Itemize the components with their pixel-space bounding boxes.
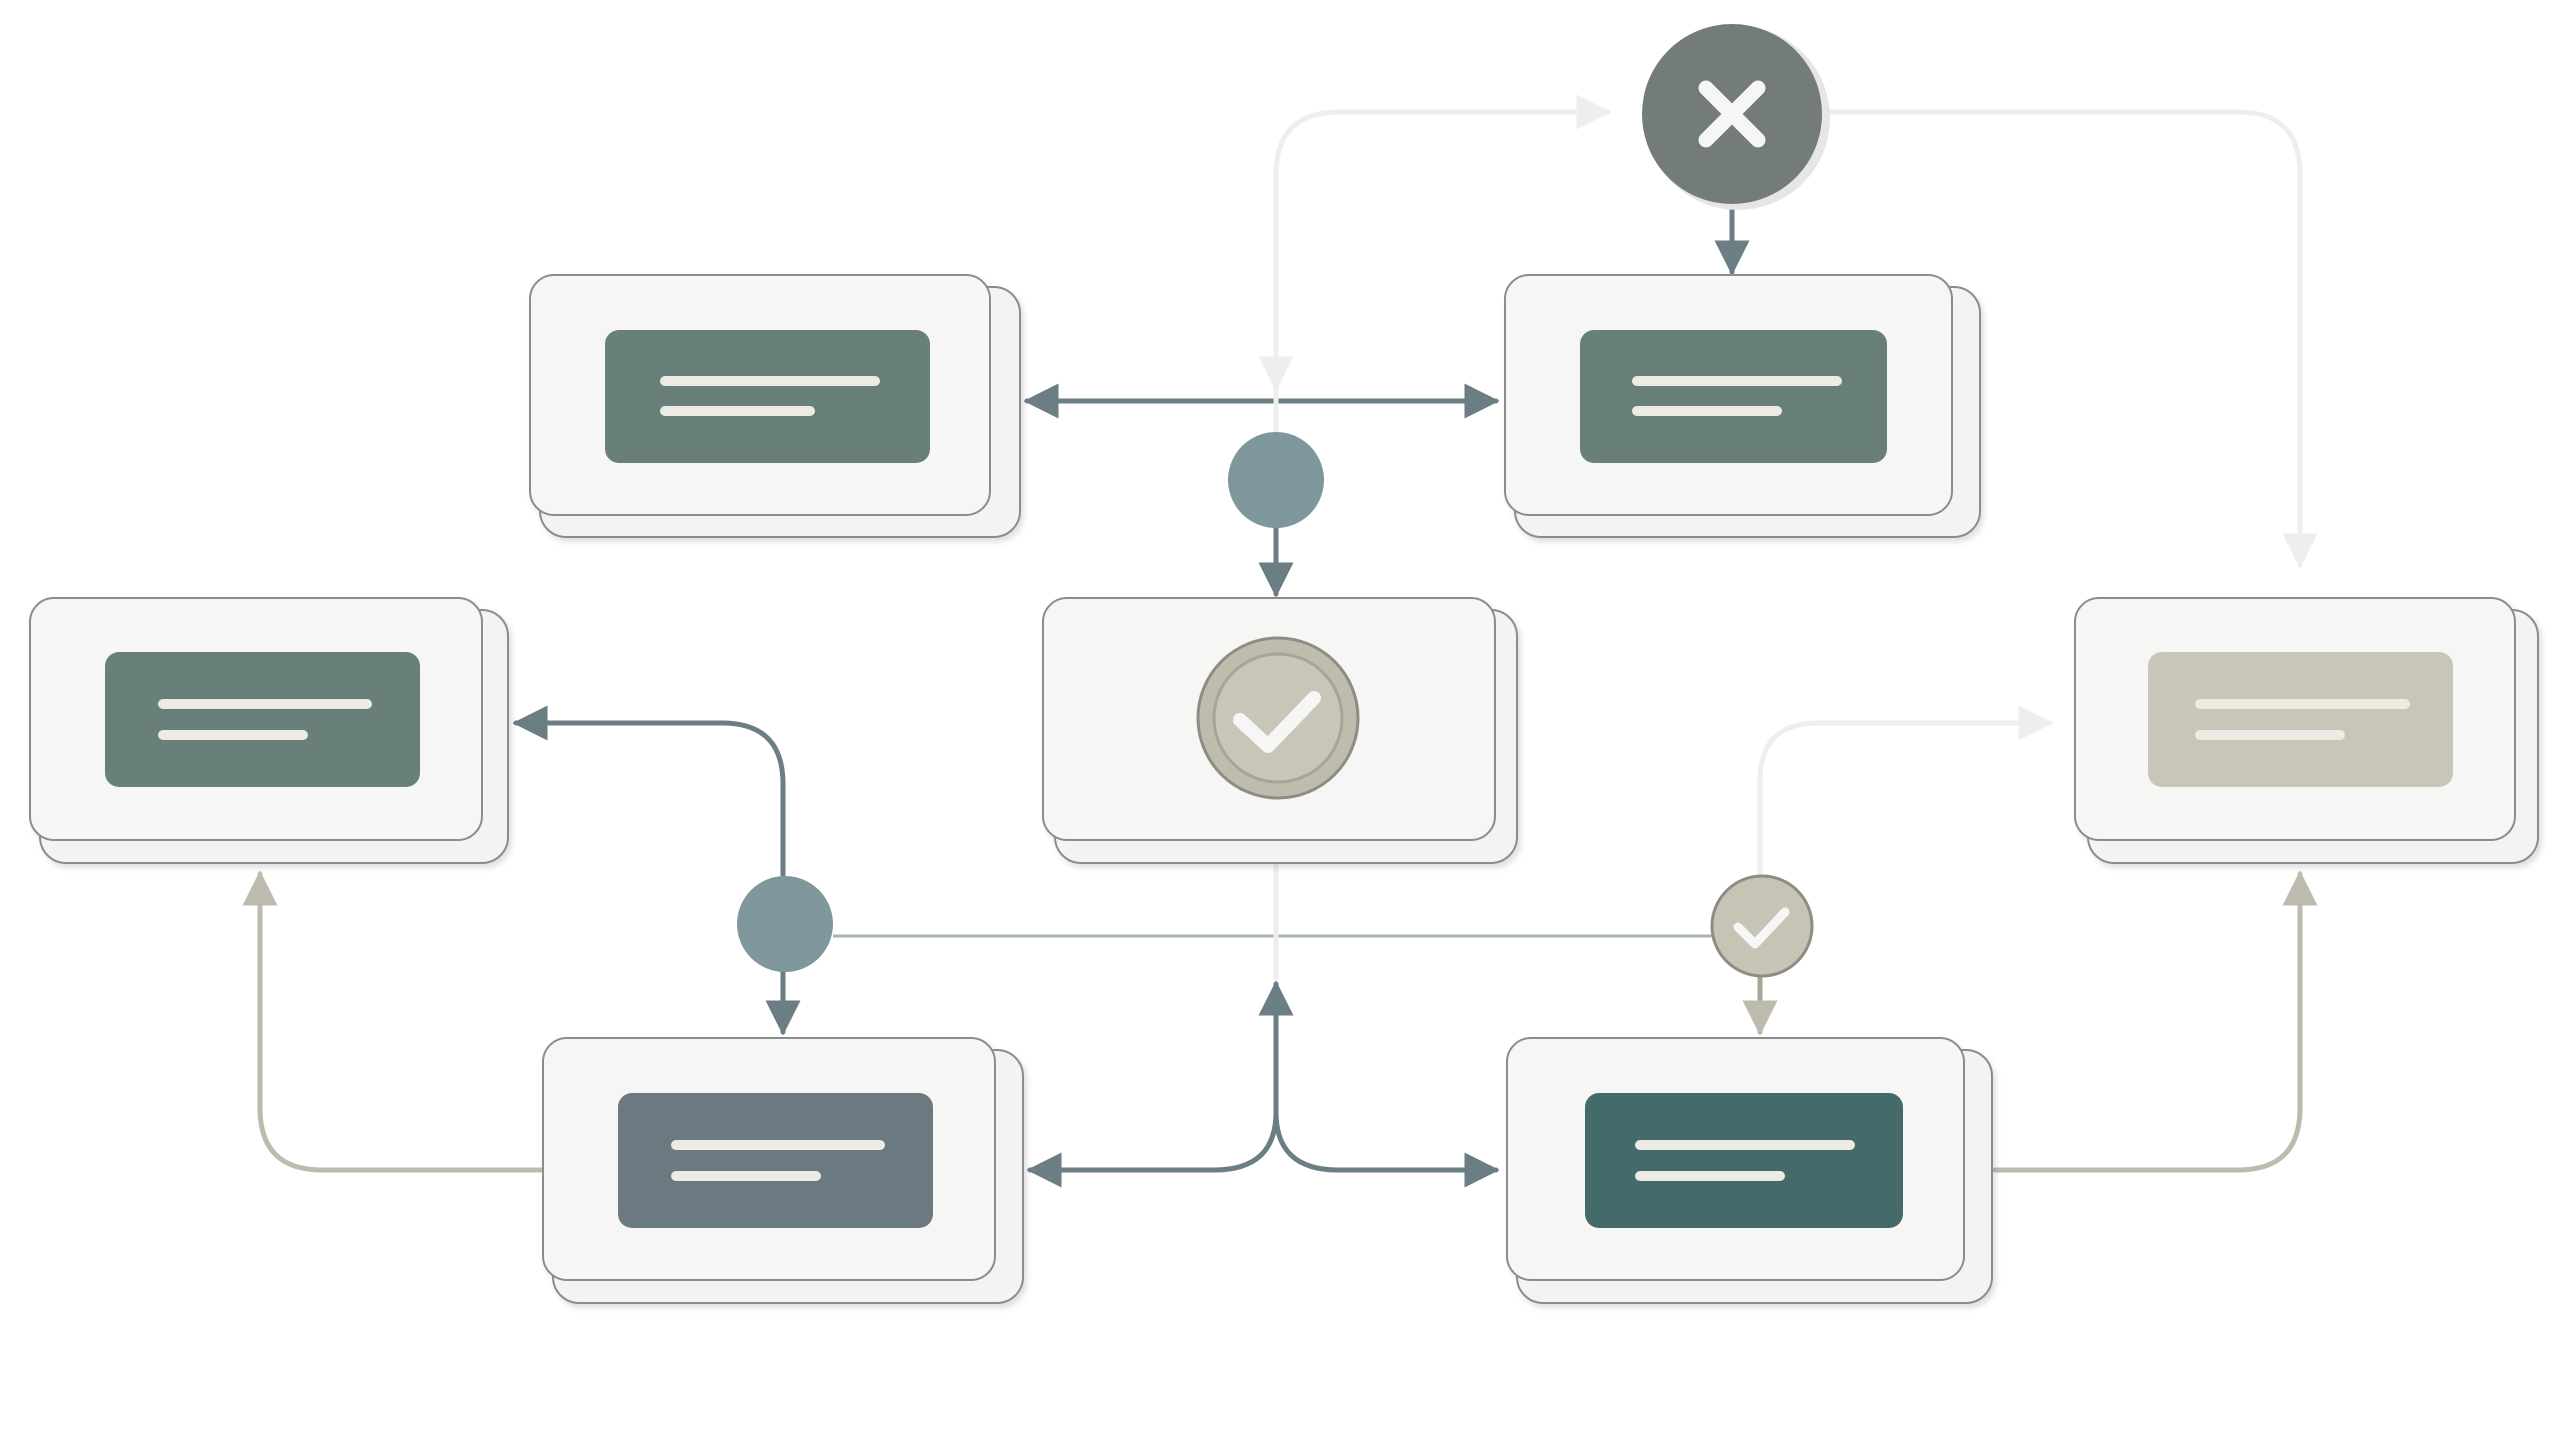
left-card[interactable] [29,597,509,864]
left-junction[interactable] [737,876,833,972]
bottom-left-card[interactable] [542,1037,1024,1304]
top-left-card-label-block [605,330,930,463]
top-right-card[interactable] [1504,274,1981,538]
right-card[interactable] [2074,597,2539,864]
right-card-label-block [2148,652,2453,787]
edge-bottom-fork-to-bottom-right-card [1273,1109,1500,1188]
edge-bottom-left-card-to-left-card [242,870,544,1173]
edge-reject-decision-to-right-card [1822,109,2318,569]
edge-approve-junction-to-right-card [1757,705,2054,891]
approve-junction[interactable] [1710,874,1814,978]
top-junction[interactable] [1228,432,1324,528]
edge-top-junction-to-reject-decision [1273,94,1612,433]
top-left-card[interactable] [529,274,1021,538]
check-icon [1733,907,1790,949]
center-approval-card[interactable] [1042,597,1518,864]
edge-left-junction-to-left-card [512,705,786,879]
edge-bottom-right-card-to-right-card [1992,870,2318,1173]
bottom-left-card-label-block [618,1093,933,1228]
close-icon [1698,80,1766,148]
check-circle-icon [1196,636,1360,800]
left-card-label-block [105,652,420,787]
bottom-right-card[interactable] [1506,1037,1993,1304]
connectors [242,94,2318,1188]
reject-decision[interactable] [1642,24,1830,210]
bottom-right-card-label-block [1585,1093,1903,1228]
top-right-card-label-block [1580,330,1887,463]
edge-bottom-fork-to-bottom-left-card [1026,1109,1279,1188]
